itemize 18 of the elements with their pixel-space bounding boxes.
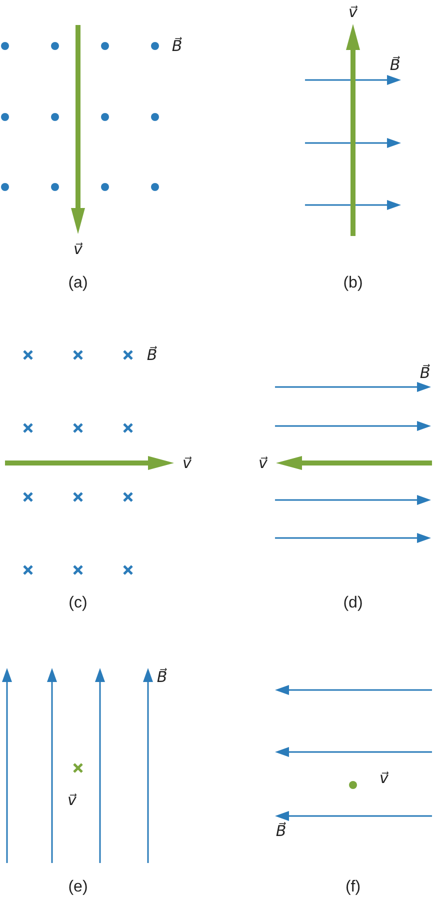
vector-label: v⃗ — [74, 240, 82, 258]
vector-label: v⃗ — [258, 454, 268, 472]
panel-label: (a) — [68, 273, 88, 293]
panel-label: (f) — [345, 877, 361, 897]
panel-label: (d) — [343, 593, 363, 613]
vector-label: v⃗ — [68, 791, 76, 809]
vector-label: B⃗ — [420, 364, 430, 382]
vector-label: B⃗ — [156, 668, 168, 686]
panel-label: (e) — [68, 877, 88, 897]
vector-label: B⃗ — [146, 346, 158, 364]
panel-label: (c) — [68, 593, 88, 613]
vector-label: v⃗ — [380, 769, 388, 787]
panel-label: (b) — [343, 273, 363, 293]
vector-label: B⃗ — [390, 56, 400, 74]
vector-label: v⃗ — [182, 454, 192, 472]
vector-label: v⃗ — [348, 3, 358, 21]
vector-label: B⃗ — [276, 822, 286, 840]
vector-label: B⃗ — [172, 37, 182, 55]
